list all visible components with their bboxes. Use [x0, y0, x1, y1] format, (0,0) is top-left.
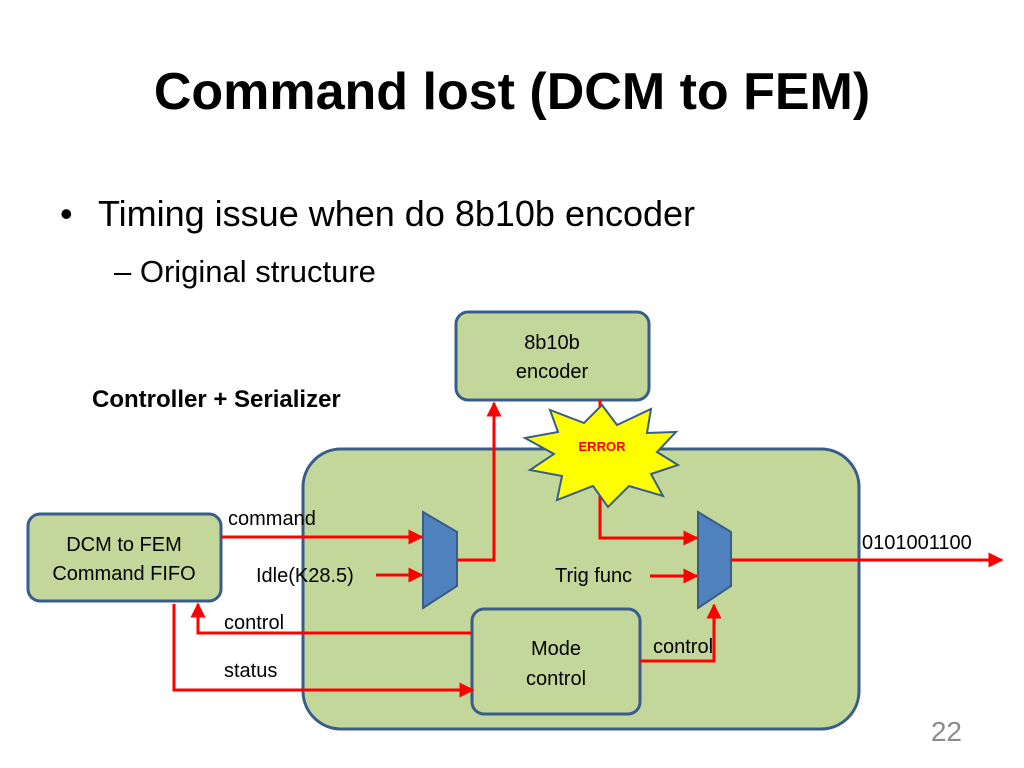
error-label: ERROR: [579, 439, 627, 454]
fifo-label-line1: DCM to FEM: [66, 534, 182, 556]
encoder-block: [454, 310, 651, 402]
encoder-label-line2: encoder: [516, 361, 589, 383]
diagram-label: Controller + Serializer: [92, 386, 341, 413]
arrow-control-to-mux: [640, 603, 722, 663]
arrow-mux-to-encoder: [457, 401, 502, 562]
fifo-block: [26, 512, 223, 603]
label-status: status: [224, 660, 277, 682]
arrow-control-to-fifo: [190, 602, 472, 635]
label-control-right: control: [653, 636, 713, 658]
slide-title: Command lost (DCM to FEM): [153, 63, 871, 121]
label-trig-func: Trig func: [555, 565, 632, 587]
encoder-label-line1: 8b10b: [524, 332, 580, 354]
fifo-label-line2: Command FIFO: [52, 563, 195, 585]
label-control-left: control: [224, 612, 284, 634]
bullet-dot: •: [60, 193, 73, 234]
mode-control-label-line2: control: [526, 668, 586, 690]
bullet-text: Timing issue when do 8b10b encoder: [98, 193, 696, 234]
sub-bullet: – Original structure: [114, 254, 376, 289]
label-output-bits: 0101001100: [862, 532, 972, 554]
error-burst: [522, 403, 681, 509]
page-number: 22: [930, 716, 962, 747]
arrow-status: [172, 604, 475, 698]
bullet-item: • Timing issue when do 8b10b encoder: [60, 193, 695, 235]
mode-control-block: [470, 607, 642, 716]
label-idle: Idle(K28.5): [256, 565, 354, 587]
label-command: command: [228, 508, 316, 530]
mode-control-label-line1: Mode: [531, 638, 581, 660]
